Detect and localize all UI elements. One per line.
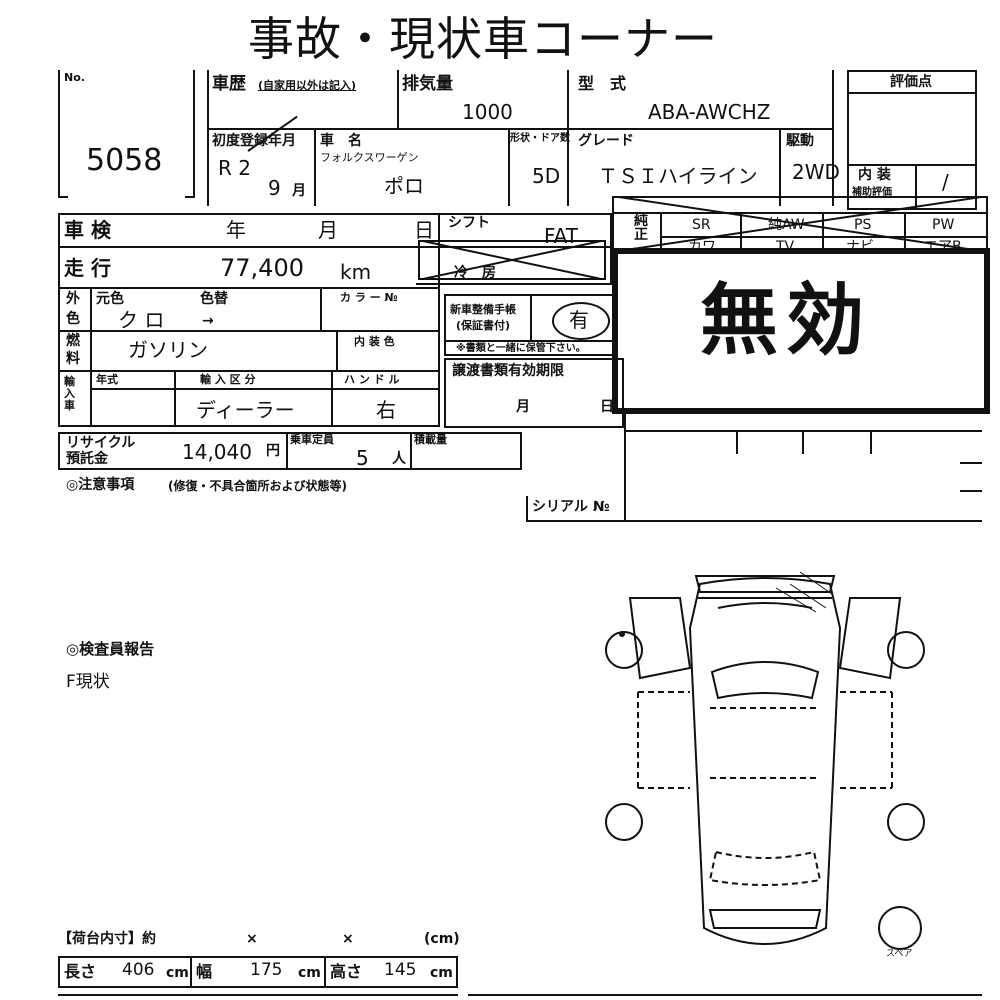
shift-label: シフト: [448, 215, 490, 231]
inspection-month: 月: [318, 218, 338, 242]
doors-label: 形状・ドア数: [510, 133, 570, 144]
equip-label: 純正: [634, 213, 648, 243]
inspector-value: F現状: [66, 672, 110, 692]
notes-label: ◎注意事項: [66, 477, 135, 493]
cargo-x1: ×: [246, 931, 258, 947]
service-book-label: 新車整備手帳: [450, 303, 516, 316]
length-value: 406: [122, 960, 155, 980]
length-unit: cm: [166, 965, 189, 981]
cargo-label: 【荷台内寸】約: [58, 931, 156, 947]
aircon-crossed-box: [418, 240, 606, 280]
first-reg-era: R 2: [218, 156, 251, 180]
import-year-label: 年式: [96, 373, 118, 386]
drive-value: 2WD: [792, 160, 840, 184]
equip-pw: PW: [932, 217, 955, 233]
import-label: 輸入車: [64, 375, 75, 413]
color-no-label: カ ラ ー №: [340, 291, 398, 304]
score-label: 評価点: [890, 74, 932, 90]
recycle-label-2: 預託金: [66, 451, 108, 467]
width-unit: cm: [298, 965, 321, 981]
car-diagram: [605, 571, 925, 945]
interior-score-value: /: [942, 170, 949, 194]
fuel-label-1: 燃: [66, 333, 80, 349]
displacement-value: 1000: [462, 100, 513, 124]
length-label: 長さ: [64, 962, 97, 981]
cargo-x2: ×: [342, 931, 354, 947]
history-label: 車歴: [212, 74, 246, 94]
aircon-cross: [418, 240, 606, 280]
height-label: 高さ: [330, 962, 363, 981]
service-book-sub: (保証書付): [456, 319, 511, 332]
inspector-label: ◎検査員報告: [66, 640, 155, 658]
import-handle-label: ハ ン ド ル: [344, 373, 400, 386]
width-value: 175: [250, 960, 283, 980]
spare-label: スペア: [886, 949, 913, 959]
invalid-stamp: [612, 248, 990, 414]
exterior-repaint-label: 色替: [200, 291, 228, 307]
inspection-day: 日: [414, 218, 434, 242]
exterior-label-1: 外: [66, 291, 80, 307]
capacity-label: 乗車定員: [290, 433, 334, 446]
notes-sub: (修復・不具合箇所および状態等): [168, 479, 347, 493]
interior-score-label: 内 装: [858, 167, 891, 183]
recycle-unit: 円: [266, 443, 280, 459]
model-type-value: ABA-AWCHZ: [648, 100, 771, 124]
height-unit: cm: [430, 965, 453, 981]
history-note: (自家用以外は記入): [258, 79, 357, 92]
equip-cross: [612, 196, 988, 252]
first-reg-label: 初度登録年月: [212, 133, 296, 149]
interior-score-sub: 補助評価: [852, 187, 892, 198]
height-value: 145: [384, 960, 417, 980]
car-maker: フォルクスワーゲン: [320, 151, 419, 164]
drive-label: 駆動: [786, 133, 814, 149]
displacement-label: 排気量: [402, 74, 453, 94]
mileage-value: 77,400: [220, 254, 304, 282]
grade-label: グレード: [578, 133, 634, 149]
service-book-note: ※書類と一緒に保管下さい。: [456, 343, 586, 354]
transfer-label: 譲渡書類有効期限: [452, 363, 564, 379]
first-reg-month-unit: 月: [292, 183, 306, 199]
fuel-label-2: 料: [66, 351, 80, 367]
service-book-circle: [552, 302, 610, 340]
load-label: 積載量: [414, 433, 447, 446]
serial-label: シリアル №: [532, 499, 610, 515]
recycle-label: リサイクル: [66, 435, 136, 451]
grade-value: ＴＳＩハイライン: [598, 164, 758, 188]
import-handle-value: 右: [376, 398, 396, 422]
page-title: 事故・現状車コーナー: [248, 12, 718, 66]
exterior-orig-label: 元色: [96, 291, 124, 307]
score-box: [847, 70, 977, 210]
exterior-value: ク ロ: [118, 308, 165, 332]
lot-label: No.: [64, 71, 85, 84]
service-book-value: 有: [569, 308, 589, 332]
width-label: 幅: [196, 962, 213, 981]
exterior-arrow: →: [202, 313, 214, 329]
interior-color-label: 内 装 色: [354, 335, 395, 348]
exterior-label-2: 色: [66, 311, 80, 327]
recycle-value: 14,040: [182, 440, 252, 464]
car-name-value: ポロ: [384, 174, 424, 198]
fuel-value: ガソリン: [128, 338, 208, 362]
spare-tire: [878, 906, 922, 950]
inspection-label: 車 検: [64, 218, 111, 242]
equip-sr: SR: [692, 217, 711, 233]
car-name-label: 車 名: [320, 133, 362, 149]
equip-ps: PS: [854, 217, 872, 233]
capacity-unit: 人: [392, 451, 406, 467]
lot-number: 5058: [86, 143, 163, 178]
cargo-unit: (cm): [424, 931, 460, 947]
mileage-unit: km: [340, 260, 372, 284]
transfer-day: 日: [600, 399, 614, 415]
doors-value: 5D: [532, 164, 561, 188]
invalid-stamp-text: 無効: [700, 276, 873, 366]
import-type-value: ディーラー: [196, 398, 295, 422]
capacity-value: 5: [356, 446, 369, 470]
mileage-label: 走 行: [64, 256, 111, 280]
transfer-month: 月: [516, 399, 530, 415]
model-type-label: 型 式: [578, 74, 627, 93]
import-type-label: 輸 入 区 分: [200, 373, 256, 386]
first-reg-month: 9: [268, 176, 281, 200]
inspection-year: 年: [226, 218, 246, 242]
